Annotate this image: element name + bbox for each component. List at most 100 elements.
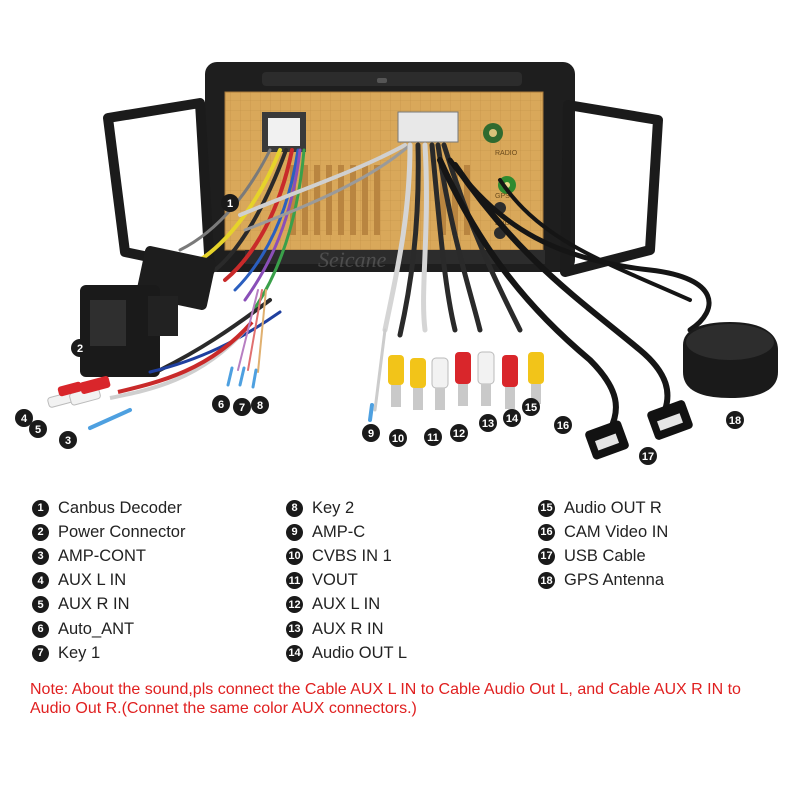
callout-6: 6 (212, 395, 230, 413)
legend-item: 18 GPS Antenna (538, 569, 668, 593)
callout-5: 5 (29, 420, 47, 438)
left-bracket (103, 98, 215, 275)
legend-label: AUX R IN (312, 619, 384, 638)
callout-3: 3 (59, 431, 77, 449)
legend-label: CAM Video IN (564, 522, 669, 541)
legend-label: Key 1 (58, 643, 101, 662)
legend-label: AUX L IN (58, 571, 127, 590)
legend-item: 8 Key 2 (286, 496, 407, 520)
callout-13: 13 (479, 414, 497, 432)
legend-number: 4 (32, 572, 49, 590)
board-label-gps: GPS (495, 193, 510, 200)
legend-item: 11 VOUT (286, 569, 407, 593)
callout-12: 12 (450, 424, 468, 442)
sound-connection-note: Note: About the sound,pls connect the Ca… (30, 681, 741, 717)
legend-column-2: 8 Key 2 9 AMP-C 10 CVBS IN 1 11 VOUT 12 AUX L… (286, 496, 407, 665)
legend-number: 13 (286, 620, 303, 638)
legend-item: 10 CVBS IN 1 (286, 544, 407, 568)
callout-17: 17 (639, 447, 657, 465)
legend-number: 5 (32, 596, 49, 614)
legend-item: 9 AMP-C (286, 520, 407, 544)
svg-text:8: 8 (257, 400, 263, 412)
legend-label: AMP-CONT (58, 546, 146, 565)
callout-2: 2 (71, 339, 89, 357)
svg-text:7: 7 (239, 402, 245, 414)
svg-text:9: 9 (368, 428, 374, 440)
legend-item: 7 Key 1 (32, 641, 185, 665)
legend-number: 8 (286, 499, 303, 517)
callout-14: 14 (503, 409, 521, 427)
legend-label: AMP-C (312, 522, 366, 541)
legend-number: 18 (538, 572, 555, 590)
legend-label: AUX R IN (58, 595, 130, 614)
svg-text:11: 11 (427, 432, 439, 444)
legend-label: Audio OUT L (312, 643, 408, 662)
svg-text:4: 4 (21, 413, 28, 425)
usb-gps-cables (437, 157, 712, 433)
aux-rca-pair-left (47, 320, 254, 430)
legend-number: 7 (32, 644, 49, 662)
legend-item: 6 Auto_ANT (32, 617, 185, 641)
board-label-radio: RADIO (495, 150, 518, 157)
legend-label: GPS Antenna (564, 571, 664, 590)
callout-9: 9 (362, 424, 380, 442)
legend-number: 14 (286, 644, 303, 662)
right-bracket (560, 100, 663, 277)
svg-text:3: 3 (65, 435, 71, 447)
legend-label: Key 2 (312, 498, 355, 517)
legend-number: 1 (32, 499, 49, 517)
callout-15: 15 (522, 398, 540, 416)
legend-label: Power Connector (58, 522, 186, 541)
legend-number: 12 (286, 596, 303, 614)
legend-item: 5 AUX R IN (32, 593, 185, 617)
legend-number: 2 (32, 523, 49, 541)
svg-text:1: 1 (227, 198, 233, 210)
legend-label: CVBS IN 1 (312, 546, 392, 565)
legend-label: AUX L IN (312, 595, 381, 614)
legend-item: 1 Canbus Decoder (32, 496, 185, 520)
legend-number: 3 (32, 547, 49, 565)
legend-label: Canbus Decoder (58, 498, 182, 517)
legend-item: 14 Audio OUT L (286, 641, 407, 665)
legend-label: VOUT (312, 571, 358, 590)
svg-text:18: 18 (729, 415, 741, 427)
callout-1: 1 (221, 194, 239, 212)
svg-text:13: 13 (482, 418, 494, 430)
callout-16: 16 (554, 416, 572, 434)
legend-item: 3 AMP-CONT (32, 544, 185, 568)
legend-label: Auto_ANT (58, 619, 135, 638)
legend-item: 13 AUX R IN (286, 617, 407, 641)
svg-text:2: 2 (77, 343, 83, 355)
legend-number: 10 (286, 547, 303, 565)
power-harness (178, 143, 412, 310)
legend-number: 16 (538, 523, 555, 541)
legend-item: 16 CAM Video IN (538, 520, 668, 544)
svg-text:14: 14 (506, 413, 519, 425)
callout-markers: 1 2 3 4 5 6 7 8 9 10 11 12 13 14 15 16 1… (15, 194, 744, 465)
legend-number: 11 (286, 572, 303, 590)
callout-10: 10 (389, 429, 407, 447)
legend: 1 Canbus Decoder 2 Power Connector 3 AMP-CO… (0, 496, 800, 676)
svg-text:5: 5 (35, 424, 41, 436)
callout-11: 11 (424, 428, 442, 446)
legend-item: 4 AUX L IN (32, 569, 185, 593)
legend-number: 9 (286, 523, 303, 541)
svg-text:12: 12 (453, 428, 465, 440)
rca-bundle-center (368, 142, 523, 422)
power-connector (80, 285, 178, 377)
svg-text:10: 10 (392, 433, 404, 445)
svg-text:17: 17 (642, 451, 654, 463)
legend-item: 12 AUX L IN (286, 593, 407, 617)
legend-number: 6 (32, 620, 49, 638)
rca-plugs-center (388, 351, 544, 410)
svg-text:6: 6 (218, 399, 224, 411)
callout-4: 4 (15, 409, 33, 427)
legend-number: 15 (538, 499, 555, 517)
callout-7: 7 (233, 398, 251, 416)
legend-column-1: 1 Canbus Decoder 2 Power Connector 3 AMP-CO… (32, 496, 185, 665)
watermark: Seicane (318, 247, 387, 272)
gps-antenna (683, 322, 778, 398)
